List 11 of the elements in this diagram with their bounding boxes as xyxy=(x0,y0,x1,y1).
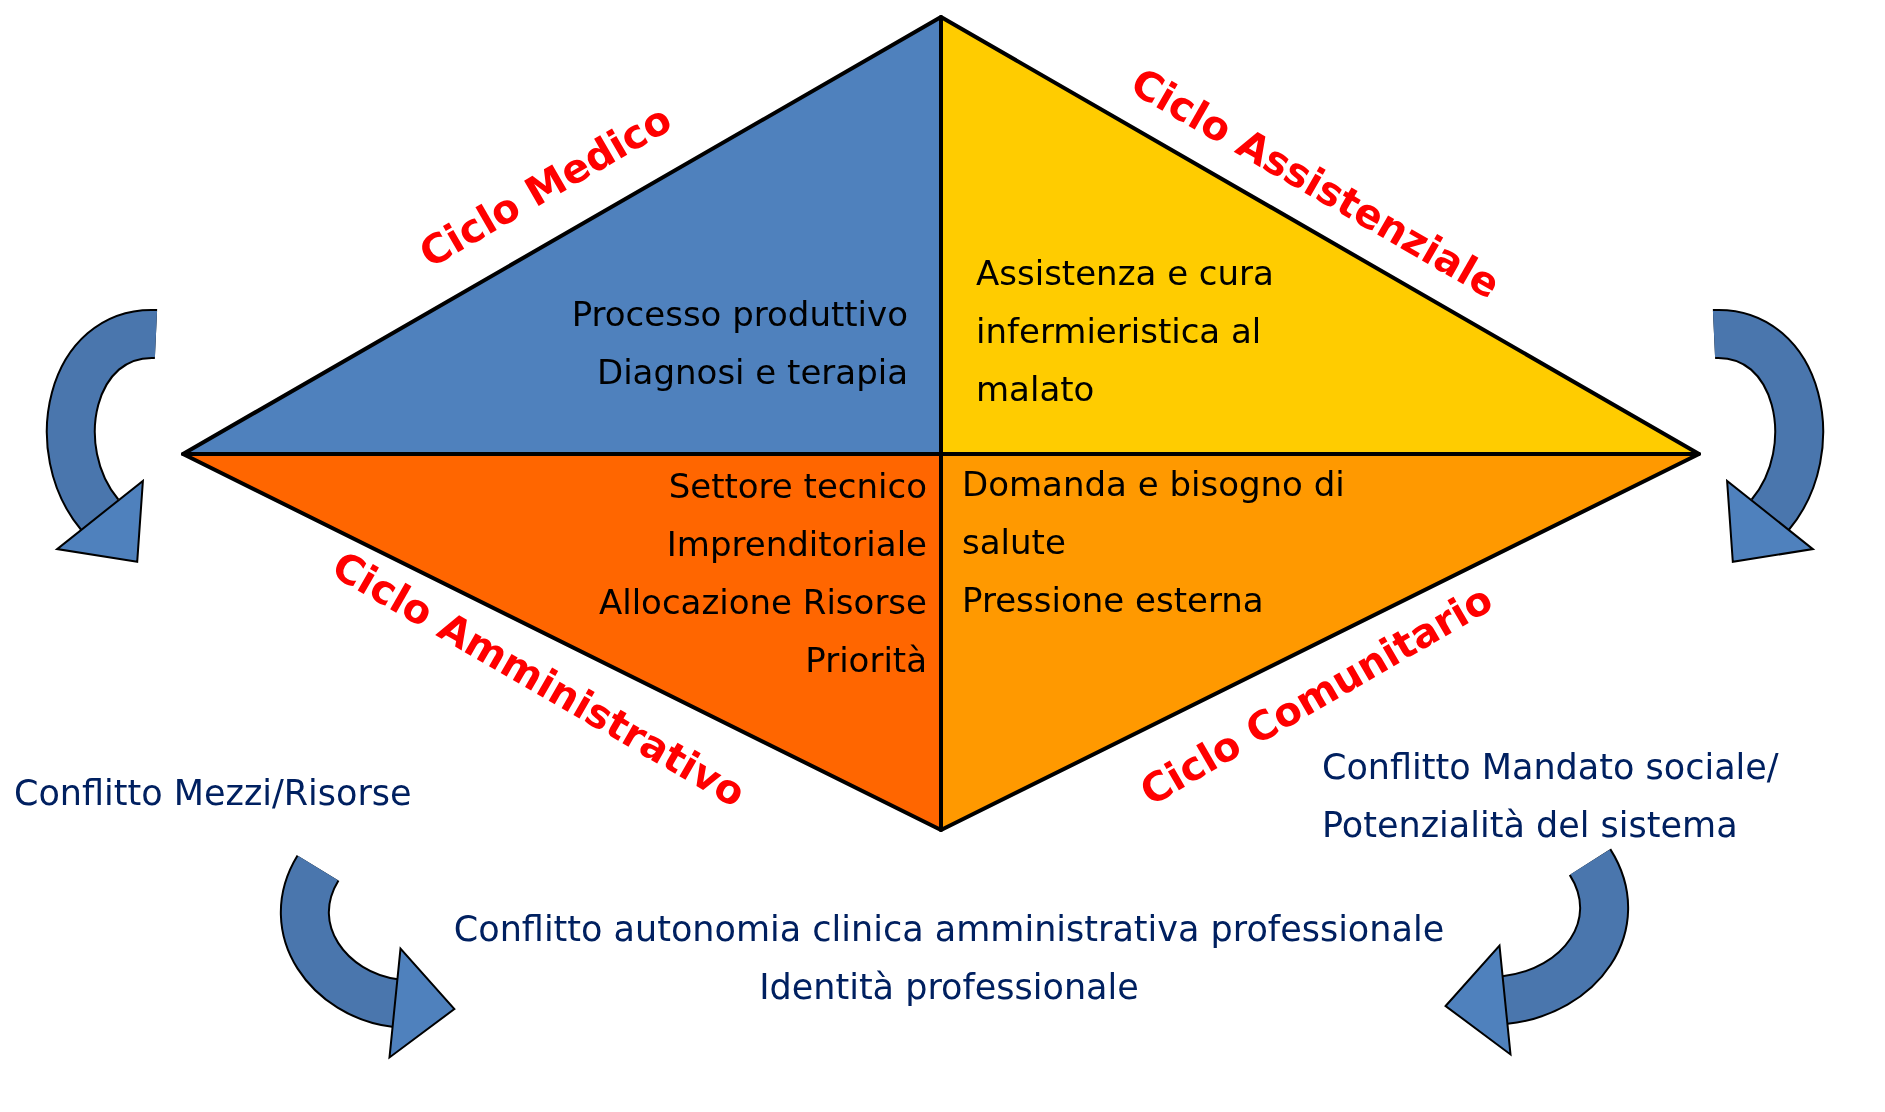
triangle-text: Diagnosi e terapia xyxy=(597,351,908,394)
triangle-text: Allocazione Risorse xyxy=(598,581,927,622)
triangle-text: Imprenditoriale xyxy=(666,523,927,566)
triangle-text: Settore tecnico xyxy=(668,465,927,508)
conflict-note: Conflitto autonomia clinica amministrativa professionale xyxy=(453,908,1445,951)
triangle-text: Processo produttivo xyxy=(571,293,908,336)
conflict-note: Conflitto Mezzi/Risorse xyxy=(14,772,413,815)
conflict-note: Conflitto Mandato sociale/ Potenzialità del sistema xyxy=(1322,746,1780,847)
conflict-note: Identità professionale xyxy=(759,966,1139,1009)
triangle-text: Priorità xyxy=(805,639,927,682)
triangle-text: Domanda e bisogno di salute xyxy=(962,463,1346,564)
